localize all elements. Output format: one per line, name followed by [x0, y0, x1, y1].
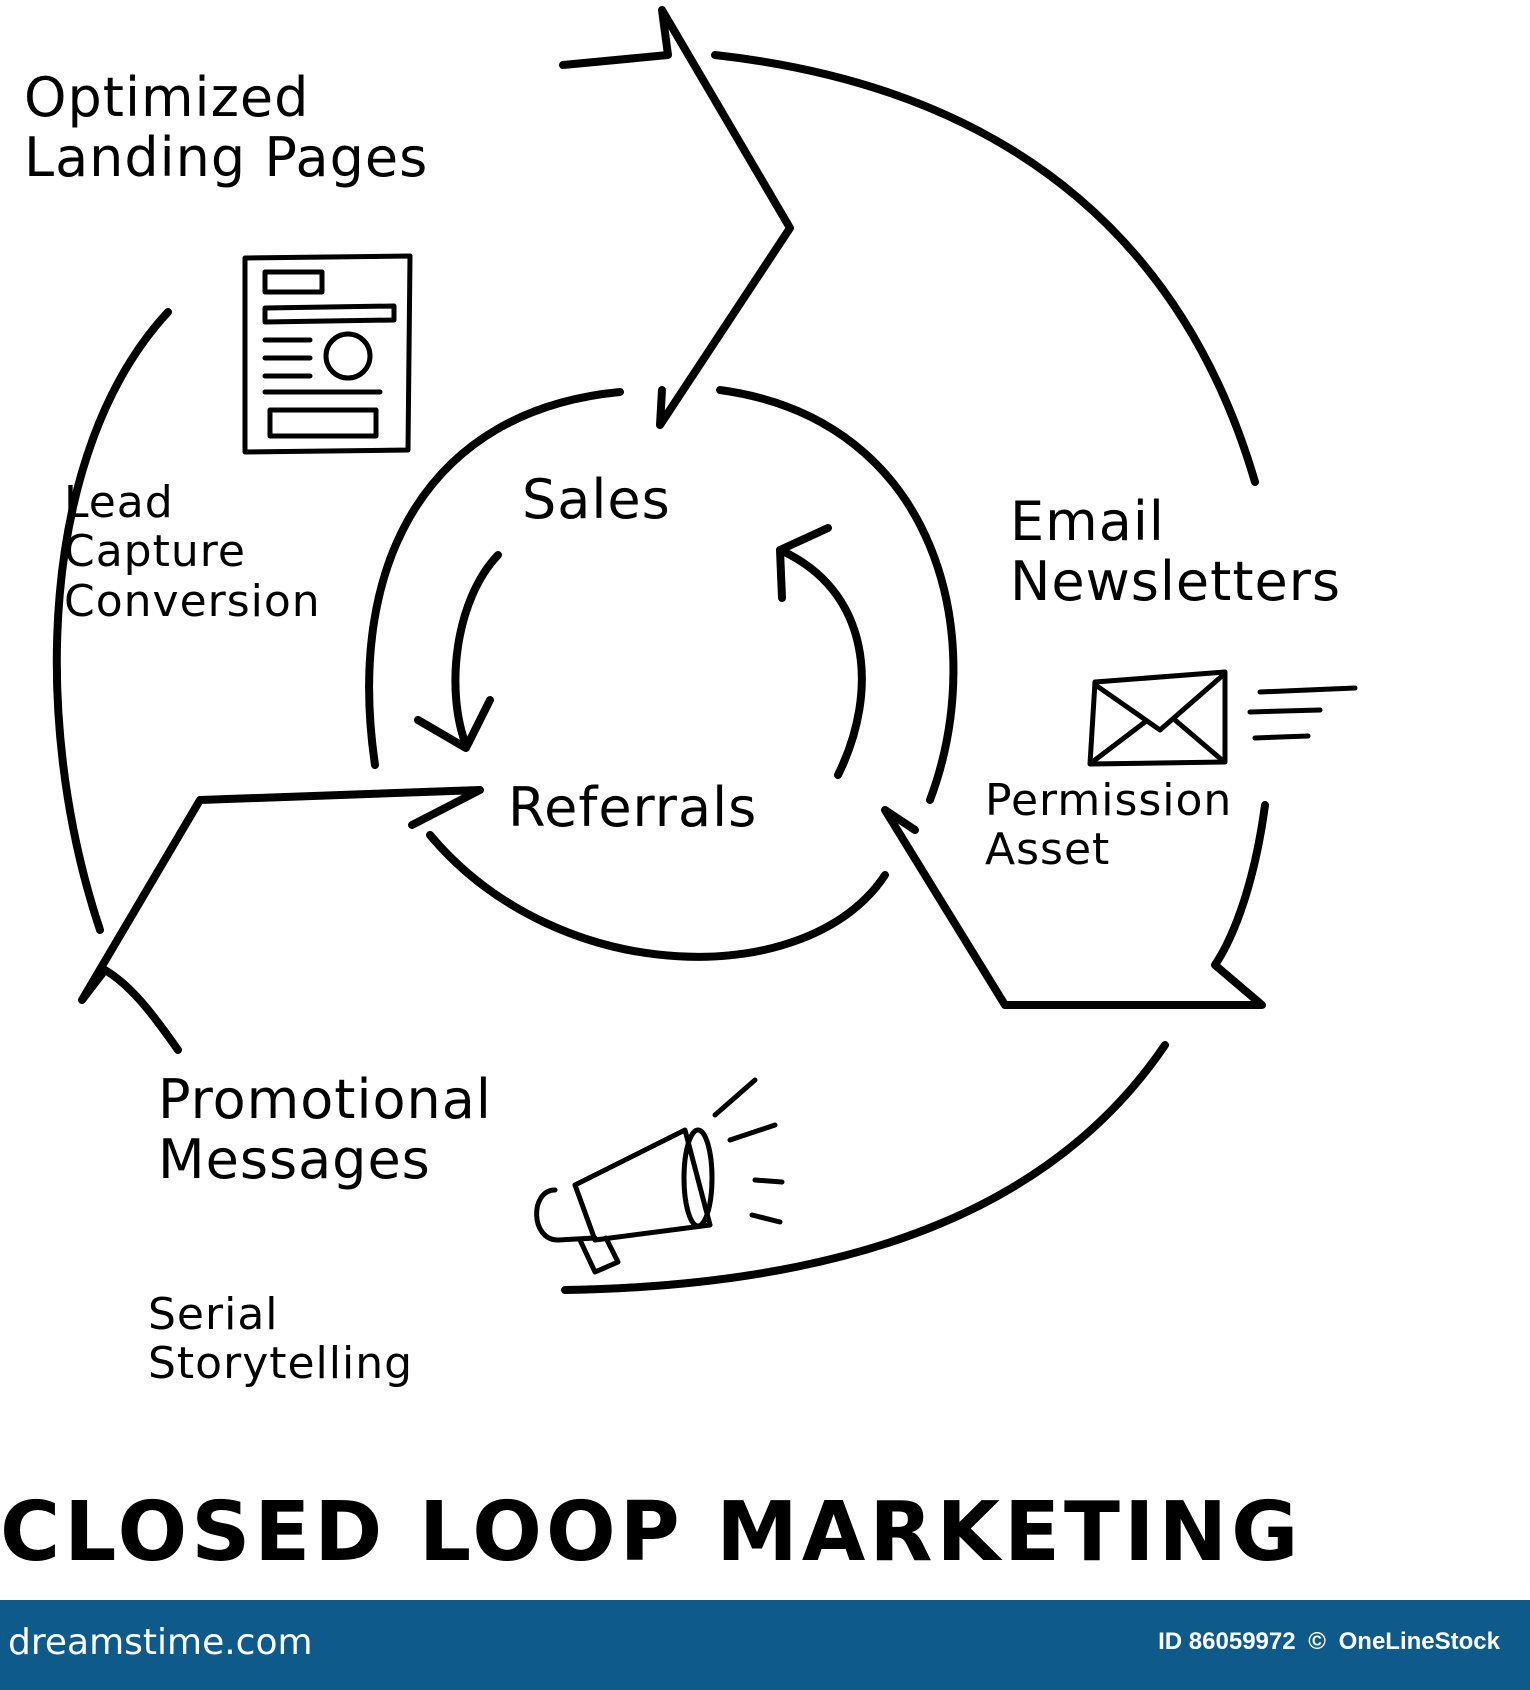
cycle-arrow-up	[776, 546, 866, 779]
detail-line: Asset	[985, 824, 1111, 876]
diagram-title: CLOSED LOOP MARKETING	[0, 1485, 1303, 1580]
center-label-sales: Sales	[522, 468, 671, 531]
stage-email-detail: Permission Asset	[985, 776, 1232, 875]
stage-landing-pages-heading: Optimized Landing Pages	[24, 66, 429, 190]
megaphone-icon	[534, 1077, 785, 1275]
heading-line: Landing Pages	[24, 126, 429, 190]
footer-image-id: ID 86059972	[1158, 1628, 1296, 1655]
cycle-arrow-down	[451, 551, 502, 749]
stage-promotional-detail: Serial Storytelling	[148, 1290, 413, 1389]
inner-ring-bottom	[426, 831, 889, 961]
cycle-arrowhead-down	[414, 696, 494, 752]
outer-arrow-top	[559, 6, 1259, 486]
detail-line: Conversion	[64, 575, 321, 627]
stage-promotional-heading: Promotional Messages	[158, 1068, 492, 1192]
footer-author: OneLineStock	[1338, 1628, 1500, 1655]
outer-arrow-left	[52, 308, 484, 1054]
inner-ring-left	[365, 388, 624, 769]
diagram-drawing	[52, 6, 1358, 1294]
footer-credit: ID 86059972 © OneLineStock	[1152, 1628, 1500, 1656]
outer-arrow-right	[561, 801, 1269, 1294]
center-label-referrals: Referrals	[508, 776, 758, 839]
detail-line: Lead	[64, 477, 174, 528]
heading-line: Email	[1010, 490, 1165, 553]
stage-email-heading: Email Newsletters	[1010, 490, 1342, 614]
footer-separator: ©	[1308, 1628, 1326, 1655]
heading-line: Messages	[158, 1128, 431, 1192]
envelope-icon	[1087, 669, 1358, 767]
cycle-arrowhead-up	[776, 524, 832, 602]
detail-line: Storytelling	[148, 1338, 414, 1390]
footer-brand: dreamstime.com	[8, 1622, 313, 1663]
detail-line: Capture	[64, 526, 246, 578]
watermark-footer: dreamstime.com ID 86059972 © OneLineStoc…	[0, 1600, 1530, 1690]
heading-line: Promotional	[158, 1068, 492, 1131]
heading-line: Optimized	[24, 66, 310, 129]
detail-line: Permission	[985, 775, 1233, 826]
inner-ring-right	[716, 386, 958, 804]
stage-landing-pages-detail: Lead Capture Conversion	[64, 478, 321, 626]
landing-page-icon	[242, 253, 413, 455]
detail-line: Serial	[148, 1289, 279, 1340]
heading-line: Newsletters	[1010, 550, 1342, 614]
closed-loop-diagram: Sales Referrals Optimized Landing Pages …	[24, 6, 1358, 1389]
